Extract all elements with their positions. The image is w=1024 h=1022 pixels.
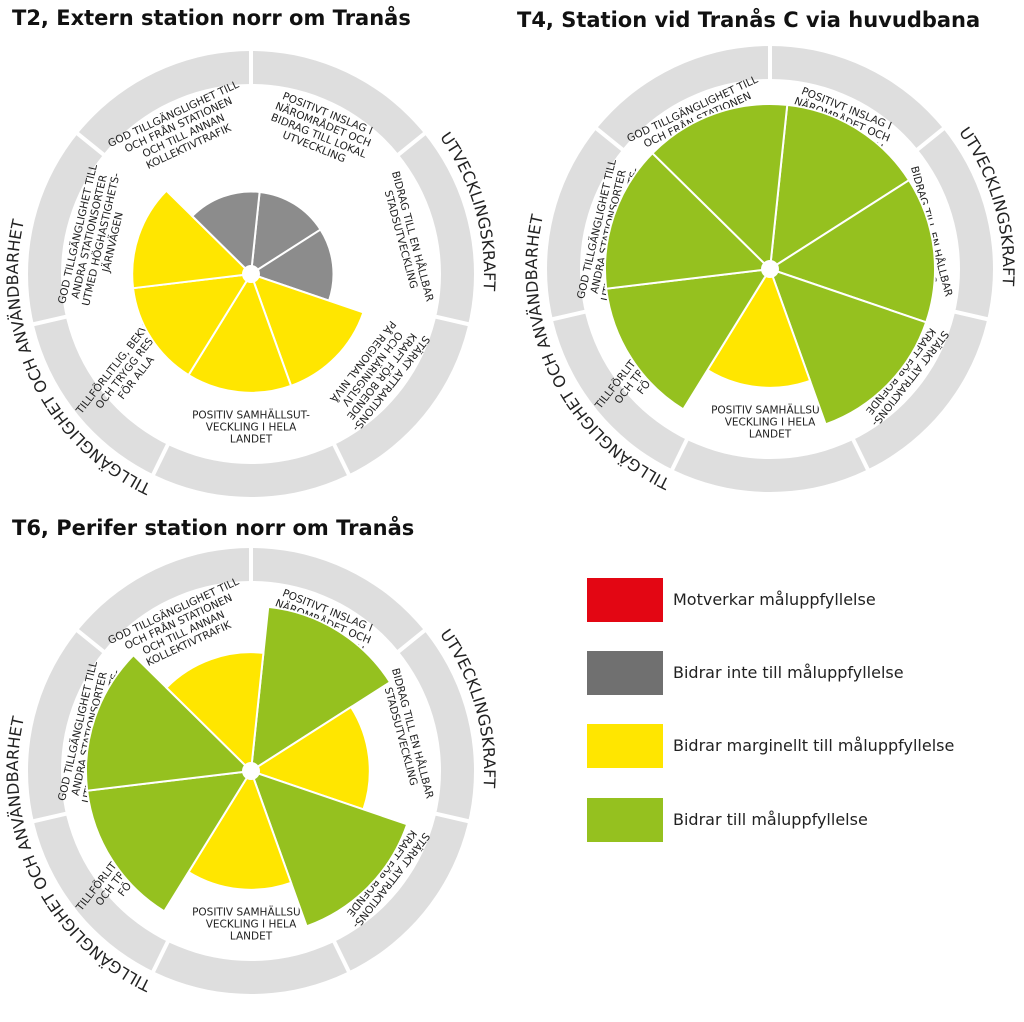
chart-title-t2: T2, Extern station norr om Tranås	[12, 6, 411, 30]
chart-hub	[242, 265, 260, 283]
ring-divider	[550, 309, 588, 322]
legend-item-bidrar: Bidrar till måluppfyllelse	[587, 798, 1007, 842]
legend-swatch-red	[587, 578, 663, 622]
ring-divider	[433, 314, 471, 327]
legend-label: Bidrar till måluppfyllelse	[673, 810, 868, 829]
ring-divider	[150, 939, 171, 975]
legend-item-motverkar: Motverkar måluppfyllelse	[587, 578, 1007, 622]
radial-bar	[131, 189, 254, 290]
ring-divider	[850, 437, 871, 473]
ring-divider	[74, 130, 107, 158]
legend-swatch-yellow	[587, 724, 663, 768]
radial-bar	[249, 769, 409, 928]
chart-title-t4: T4, Station vid Tranås C via huvudbana	[517, 8, 981, 32]
radial-chart-t4: POSITIVT INSLAG INÄROMRÅDET OCHBIDRAG TI…	[522, 44, 1018, 494]
ring-divider	[433, 811, 471, 824]
legend-label: Bidrar marginellt till måluppfyllelse	[673, 736, 955, 755]
ring-divider	[593, 125, 626, 153]
legend-item-bidrar-inte: Bidrar inte till måluppfyllelse	[587, 651, 1007, 695]
radial-bar	[249, 605, 392, 773]
radial-chart-t2: POSITIVT INSLAG INÄROMRÅDET OCHBIDRAG TI…	[3, 49, 499, 499]
ring-divider	[74, 627, 107, 655]
legend: Motverkar måluppfyllelse Bidrar inte til…	[587, 578, 1007, 848]
ring-divider	[31, 811, 69, 824]
ring-divider	[31, 314, 69, 327]
radial-bar	[164, 651, 265, 774]
radial-bar	[768, 267, 928, 426]
legend-label: Motverkar måluppfyllelse	[673, 590, 876, 609]
radial-chart-t6: POSITIVT INSLAG INÄROMRÅDET OCHBIDRAG TI…	[3, 546, 499, 996]
chart-hub	[761, 260, 779, 278]
ring-divider	[952, 309, 990, 322]
ring-divider	[669, 437, 690, 473]
ring-divider	[331, 939, 352, 975]
ring-divider	[395, 627, 428, 655]
chart-hub	[242, 762, 260, 780]
ring-divider	[150, 442, 171, 478]
ring-divider	[331, 442, 352, 478]
legend-swatch-green	[587, 798, 663, 842]
legend-item-bidrar-marginellt: Bidrar marginellt till måluppfyllelse	[587, 724, 1007, 768]
legend-label: Bidrar inte till måluppfyllelse	[673, 663, 904, 682]
legend-swatch-gray	[587, 651, 663, 695]
chart-title-t6: T6, Perifer station norr om Tranås	[12, 516, 415, 540]
ring-divider	[914, 125, 947, 153]
ring-divider	[395, 130, 428, 158]
radial-bar	[190, 190, 261, 277]
radial-bar	[651, 103, 789, 272]
radial-bar	[85, 653, 254, 792]
